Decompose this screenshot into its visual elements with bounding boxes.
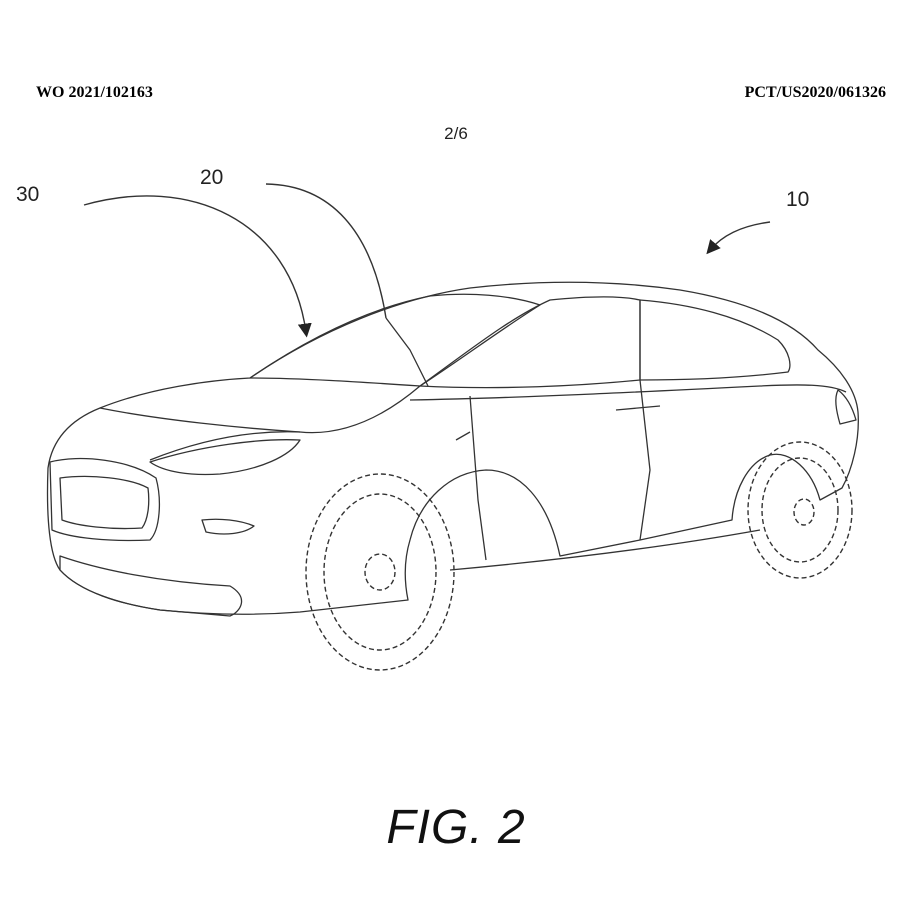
application-number: PCT/US2020/061326 bbox=[744, 84, 886, 101]
door-handle-front bbox=[615, 405, 661, 411]
leader-20-line bbox=[265, 183, 387, 319]
door-line-front bbox=[469, 395, 487, 561]
fog-light bbox=[201, 518, 255, 535]
figure-caption: FIG. 2 bbox=[386, 801, 526, 854]
rear-wheel-outer bbox=[747, 441, 853, 579]
leader-10-arrow bbox=[706, 221, 771, 255]
headlight bbox=[149, 439, 301, 476]
publication-number: WO 2021/102163 bbox=[36, 84, 153, 101]
sheet-number: 2/6 bbox=[444, 124, 468, 143]
lower-intake bbox=[59, 555, 243, 617]
leader-30-arrow bbox=[83, 195, 312, 338]
windshield-inner bbox=[385, 317, 429, 387]
rear-wheel-hub bbox=[793, 498, 815, 526]
front-fascia bbox=[49, 457, 160, 542]
reference-numeral-20: 20 bbox=[200, 166, 224, 189]
side-window-front bbox=[419, 296, 641, 389]
hood-line-2 bbox=[149, 431, 301, 461]
side-window-rear bbox=[639, 299, 791, 381]
windshield bbox=[249, 293, 541, 387]
reference-numeral-10: 10 bbox=[786, 188, 810, 211]
door-line-rear bbox=[639, 379, 651, 541]
front-wheel-rim bbox=[323, 493, 437, 651]
rocker-line bbox=[449, 529, 761, 571]
front-wheel-outer bbox=[305, 473, 455, 671]
belt-line bbox=[409, 384, 847, 401]
body-outline bbox=[46, 281, 859, 615]
leader-lines bbox=[83, 183, 771, 338]
rear-taillight bbox=[835, 389, 857, 425]
front-wheel-hub bbox=[364, 553, 396, 591]
car-body bbox=[46, 281, 859, 617]
grille bbox=[59, 475, 150, 530]
door-handle-rear bbox=[455, 431, 471, 441]
rear-wheel-rim bbox=[761, 457, 839, 563]
reference-numeral-30: 30 bbox=[16, 183, 40, 206]
wheels bbox=[305, 441, 853, 671]
